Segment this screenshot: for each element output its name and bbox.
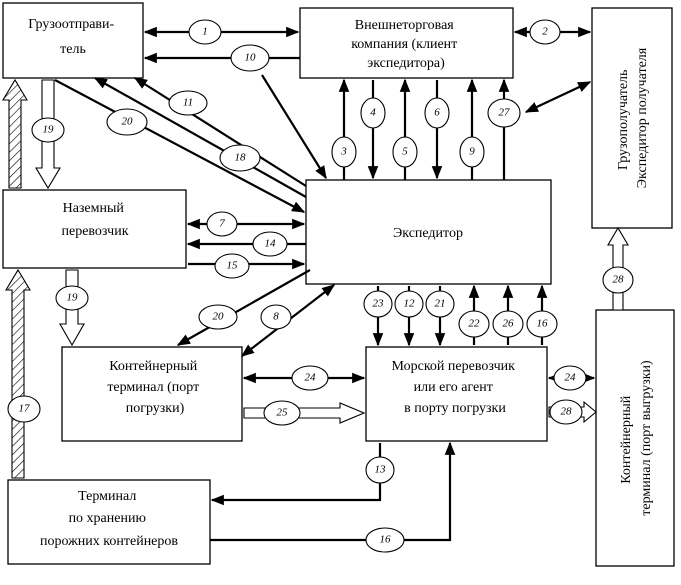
flow-number-oval	[55, 285, 89, 311]
flow-number: 15	[227, 260, 239, 272]
flow-arrow-20-top	[93, 77, 307, 198]
flow-number-oval	[168, 90, 208, 116]
flow-number-oval	[188, 19, 222, 45]
container-terminal-load-label: Контейнерный терминал (порт погрузки)	[107, 359, 202, 416]
flow-number-oval	[526, 310, 558, 338]
flow-arrow-17	[5, 268, 31, 479]
flow-number: 14	[265, 238, 277, 250]
flow-number: 4	[370, 107, 376, 119]
flow-number: 23	[373, 298, 385, 310]
flow-number-oval	[363, 290, 393, 318]
flow-number: 13	[375, 464, 387, 476]
consignee-box	[591, 7, 673, 229]
flow-number-oval	[602, 266, 634, 294]
flow-number-oval	[291, 365, 329, 391]
ground-carrier-box	[2, 189, 187, 269]
container-terminal-unload-box	[595, 309, 675, 567]
flow-number: 7	[219, 218, 225, 230]
flow-number: 25	[277, 407, 289, 419]
flow-number: 20	[122, 116, 134, 128]
flow-number: 19	[67, 292, 79, 304]
flow-number-oval	[549, 399, 583, 425]
flow-arrow-27	[524, 81, 592, 113]
flow-arrow-18	[54, 79, 306, 213]
flow-number: 28	[561, 406, 573, 418]
flow-arrow-13	[210, 443, 382, 506]
empty-container-storage-label: Терминал по хранению порожних контейнеро…	[40, 489, 178, 549]
flow-number-oval	[252, 231, 288, 257]
flow-number-oval	[392, 136, 418, 168]
flow-number-oval	[260, 304, 292, 330]
foreign-trade-company-label: Внешнеторговая компания (клиент экспедит…	[351, 18, 461, 71]
flow-arrow-hatched-top	[2, 78, 28, 189]
forwarder-box	[305, 179, 552, 285]
shipper-box	[2, 2, 144, 79]
flow-number: 12	[404, 298, 416, 310]
flow-number: 2	[542, 26, 548, 38]
flow-number: 21	[435, 298, 446, 310]
flow-number-labels: 1 2 10 11 20 18 19 4 6 27 3 5 9 7 14 15	[7, 19, 634, 553]
flow-number-oval	[214, 253, 250, 279]
flow-number-oval	[529, 19, 561, 45]
flow-number: 10	[245, 52, 257, 64]
flow-arrow-16-bottom	[210, 441, 456, 542]
flow-number: 6	[434, 107, 440, 119]
ground-carrier-label: Наземный перевозчик	[61, 201, 128, 239]
flow-number: 26	[503, 318, 515, 330]
flow-arrow-fc-diag	[261, 74, 327, 180]
sea-carrier-box	[365, 346, 548, 442]
flow-number: 27	[499, 107, 511, 119]
flow-number-oval	[360, 97, 386, 129]
flow-number-oval	[365, 456, 395, 484]
flow-number: 5	[402, 146, 408, 158]
container-terminal-unload-label: Контейнерный терминал (порт выгрузки)	[619, 360, 654, 516]
flow-number-oval	[458, 310, 490, 338]
flow-number-oval	[331, 136, 357, 168]
flow-number-oval	[263, 400, 301, 426]
flow-arrow-20	[176, 269, 311, 346]
shipper-label: Грузоотправи- тель	[28, 17, 117, 57]
flow-number-oval	[394, 290, 424, 318]
flow-number: 16	[380, 534, 392, 546]
container-terminal-load-box	[61, 346, 243, 442]
flow-number: 8	[273, 311, 279, 323]
forwarder-label: Экспедитор	[393, 226, 463, 241]
flow-number: 3	[340, 146, 347, 158]
flow-number: 22	[469, 318, 481, 330]
flow-number: 11	[183, 97, 193, 109]
flow-number: 16	[537, 318, 549, 330]
flow-number-oval	[106, 108, 148, 136]
flow-number: 24	[565, 372, 577, 384]
flow-arrow-11	[133, 77, 307, 187]
flow-number-oval	[553, 365, 587, 391]
flow-number-oval	[425, 290, 455, 318]
flow-number: 24	[305, 372, 317, 384]
flow-number: 20	[213, 311, 225, 323]
flow-number: 28	[613, 274, 625, 286]
flow-number: 18	[235, 152, 247, 164]
flow-number-oval	[219, 144, 261, 172]
empty-container-storage-box	[7, 479, 211, 565]
flow-number-oval	[424, 97, 450, 129]
flow-arrow-25	[243, 402, 366, 424]
consignee-label: Грузополучатель Экспедитор получателя	[616, 47, 650, 188]
flow-number-oval	[487, 98, 521, 128]
flow-number-oval	[7, 395, 41, 423]
flow-number-oval	[492, 310, 524, 338]
flow-number: 17	[19, 403, 31, 415]
flow-number-oval	[198, 304, 238, 330]
flow-number: 9	[469, 146, 475, 158]
flow-number: 19	[43, 124, 55, 136]
flow-number: 1	[202, 26, 208, 38]
flow-number-oval	[206, 211, 238, 237]
flow-number-oval	[365, 527, 405, 553]
sea-carrier-label: Морской перевозчик или его агент в порту…	[392, 359, 519, 416]
flow-number-oval	[31, 117, 65, 143]
flow-number-oval	[459, 136, 485, 168]
flow-number-oval	[230, 44, 270, 72]
foreign-trade-company-box	[299, 7, 514, 79]
